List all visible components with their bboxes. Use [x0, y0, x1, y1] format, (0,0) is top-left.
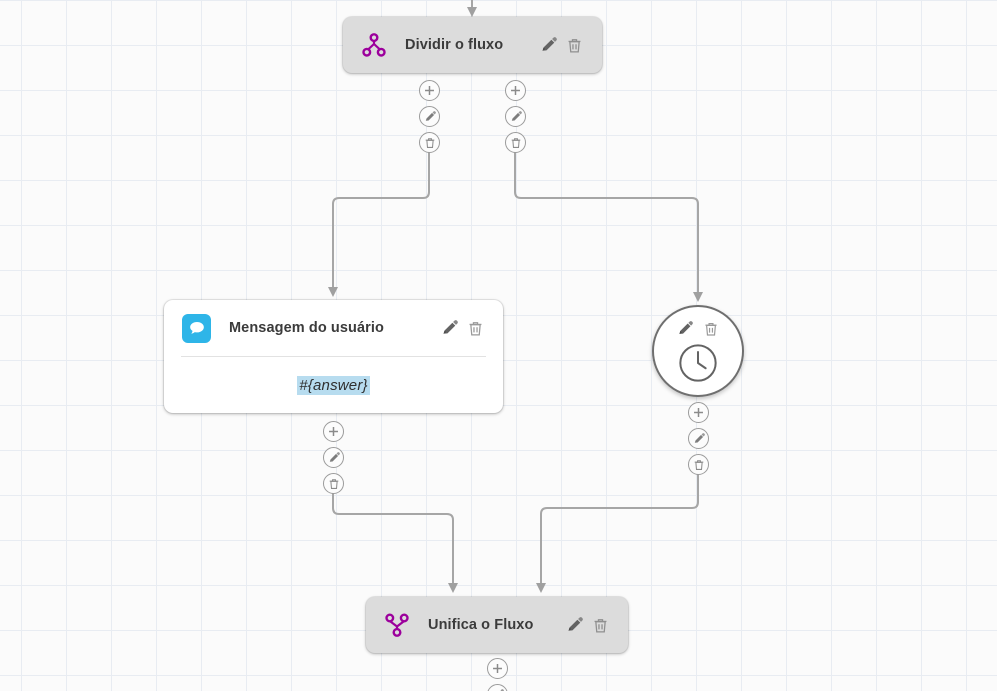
node-unifica-o-fluxo[interactable]: Unifica o Fluxo — [366, 597, 628, 653]
node-header: Mensagem do usuário — [164, 300, 503, 356]
clock-icon — [677, 342, 719, 389]
edge-split-to-message — [328, 152, 430, 297]
delete-icon[interactable] — [465, 318, 485, 338]
edit-icon[interactable] — [323, 447, 344, 468]
merge-flow-icon — [384, 612, 410, 638]
add-icon[interactable] — [487, 658, 508, 679]
split-flow-icon — [361, 32, 387, 58]
node-title: Mensagem do usuário — [229, 320, 384, 336]
node-body — [677, 342, 719, 389]
node-actions — [675, 319, 721, 339]
add-icon[interactable] — [505, 80, 526, 101]
node-mensagem-do-usuario[interactable]: Mensagem do usuário — [164, 300, 503, 413]
edit-icon[interactable] — [688, 428, 709, 449]
delete-icon[interactable] — [590, 615, 610, 635]
edge-split-to-timer — [514, 152, 703, 302]
node-dividir-o-fluxo[interactable]: Dividir o fluxo — [343, 17, 602, 73]
card-divider — [181, 356, 486, 357]
answer-variable-token[interactable]: #{answer} — [297, 375, 370, 395]
node-timer[interactable] — [652, 305, 744, 397]
edit-icon[interactable] — [675, 319, 695, 339]
edge-timer-to-merge — [536, 474, 699, 593]
delete-icon[interactable] — [688, 454, 709, 475]
edit-icon[interactable] — [487, 684, 508, 691]
node-body: #{answer} — [164, 357, 503, 413]
edit-icon[interactable] — [419, 106, 440, 127]
edge-message-to-merge — [332, 493, 458, 593]
add-icon[interactable] — [419, 80, 440, 101]
node-card[interactable]: Dividir o fluxo — [343, 17, 602, 73]
delete-icon[interactable] — [323, 473, 344, 494]
chat-bubble-icon — [182, 313, 211, 343]
delete-icon[interactable] — [419, 132, 440, 153]
handle-stack-merge-out[interactable] — [487, 658, 508, 691]
node-title: Dividir o fluxo — [405, 37, 504, 53]
edit-icon[interactable] — [538, 35, 558, 55]
add-icon[interactable] — [323, 421, 344, 442]
edit-icon[interactable] — [439, 318, 459, 338]
node-card[interactable]: Mensagem do usuário — [164, 300, 503, 413]
node-card[interactable]: Unifica o Fluxo — [366, 597, 628, 653]
handle-stack-split-out-left[interactable] — [419, 80, 440, 153]
edit-icon[interactable] — [505, 106, 526, 127]
node-card[interactable] — [652, 305, 744, 397]
handle-stack-message-out[interactable] — [323, 421, 344, 494]
handle-stack-split-out-right[interactable] — [505, 80, 526, 153]
edit-icon[interactable] — [564, 615, 584, 635]
add-icon[interactable] — [688, 402, 709, 423]
delete-icon[interactable] — [564, 35, 584, 55]
handle-stack-timer-out[interactable] — [688, 402, 709, 475]
node-title: Unifica o Fluxo — [428, 617, 534, 633]
delete-icon[interactable] — [505, 132, 526, 153]
delete-icon[interactable] — [701, 319, 721, 339]
